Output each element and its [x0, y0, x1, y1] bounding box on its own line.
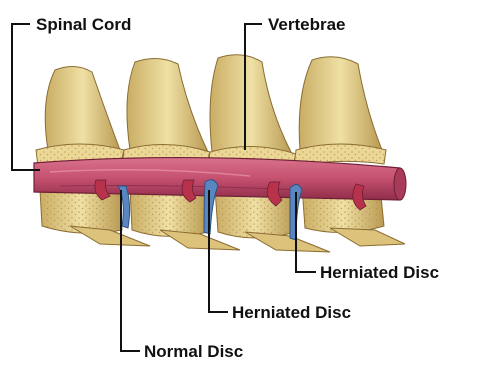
- vertebrae-label: Vertebrae: [268, 16, 346, 33]
- herniated-disc-label-1: Herniated Disc: [320, 264, 439, 281]
- spinal-cord-label: Spinal Cord: [36, 16, 131, 33]
- spinous-processes: [36, 55, 386, 168]
- herniated-disc-label-2: Herniated Disc: [232, 304, 351, 321]
- normal-disc-label: Normal Disc: [144, 343, 243, 360]
- leader-spinal-cord: [12, 24, 40, 170]
- spinal-cord: [34, 158, 406, 200]
